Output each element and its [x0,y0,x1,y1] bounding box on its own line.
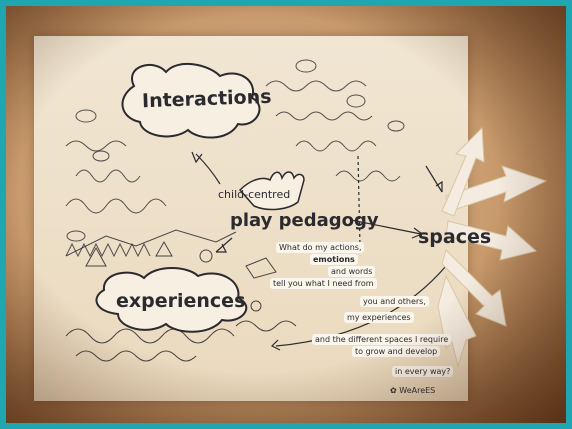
text-line-7: and the different spaces I require [312,334,452,345]
text-line-1: What do my actions, [276,242,365,253]
text-line-3: and words [328,266,376,277]
interactions-heading: Interactions [141,85,272,113]
paw-icon: ✿ [390,386,397,395]
text-line-5: you and others, [360,296,429,307]
arrow-to-interactions [195,153,221,185]
signature: ✿ WeAreES [390,386,435,395]
spaces-heading: spaces [418,226,492,248]
text-line-6: my experiences [344,312,414,323]
main-title: play pedagogy [230,210,379,231]
subtitle-child-centred: child-centred [218,188,291,201]
text-line-8: to grow and develop [352,346,441,357]
text-line-9: in every way? [392,366,454,377]
text-line-4: tell you what I need from [270,278,377,289]
arrow-to-experiences [215,237,233,253]
signature-text: WeAreES [399,386,436,395]
photo-frame: Interactions experiences spaces child-ce… [6,6,566,423]
text-line-2: emotions [310,254,358,265]
experiences-heading: experiences [116,290,246,312]
